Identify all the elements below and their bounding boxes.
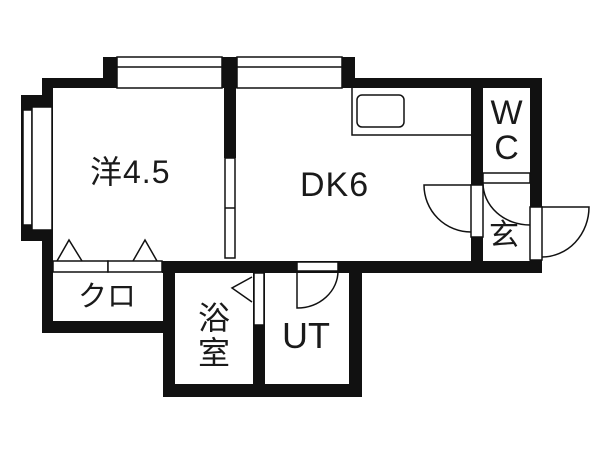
window-western-top	[116, 56, 223, 89]
room-label-wc-w: W	[490, 94, 523, 132]
room-label-entrance: 玄	[489, 219, 519, 252]
wall-closet-bottom	[42, 321, 175, 333]
closet-door-right	[107, 260, 163, 273]
kitchen-sink-icon	[356, 94, 405, 128]
window-western-left-outer	[22, 109, 33, 226]
fixtures	[56, 88, 590, 309]
closet-door-left	[52, 260, 109, 273]
room-label-bath-1: 浴	[197, 300, 230, 336]
window-pillar-middle	[222, 57, 237, 88]
ut-door-swing-icon	[296, 270, 339, 309]
window-western-left-inner	[31, 106, 53, 231]
window-pillar-left	[103, 57, 117, 88]
window-dk-top	[236, 56, 343, 89]
room-label-closet: クロ	[78, 281, 137, 313]
room-label-dk: DK6	[300, 166, 370, 204]
bath-sliding-door	[253, 272, 265, 326]
room-label-western: 洋4.5	[90, 154, 171, 190]
room-label-wc-c: C	[494, 129, 519, 167]
bath-door-marker-icon	[230, 276, 253, 303]
openings	[22, 56, 543, 326]
room-label-bath-2: 室	[197, 335, 230, 371]
closet-marker-left-icon	[56, 238, 83, 262]
entrance-door-swing-icon	[541, 206, 590, 258]
wall-top-left	[42, 78, 117, 88]
dk-door-opening	[470, 184, 484, 238]
wall-top-right	[342, 78, 542, 88]
closet-marker-right-icon	[132, 238, 158, 262]
wall-ut-right	[349, 261, 362, 397]
ut-door-opening	[296, 261, 339, 272]
wc-door-opening	[482, 172, 531, 184]
wc-door-swing-icon	[482, 182, 531, 226]
wall-bath-bottom	[163, 384, 362, 397]
wall-western-dk	[224, 88, 236, 158]
wall-bath-left	[163, 261, 175, 397]
kitchen-counter	[351, 88, 471, 136]
dk-door-swing-icon	[423, 184, 472, 233]
room-label-ut: UT	[282, 315, 330, 356]
entrance-door-opening	[529, 206, 543, 261]
